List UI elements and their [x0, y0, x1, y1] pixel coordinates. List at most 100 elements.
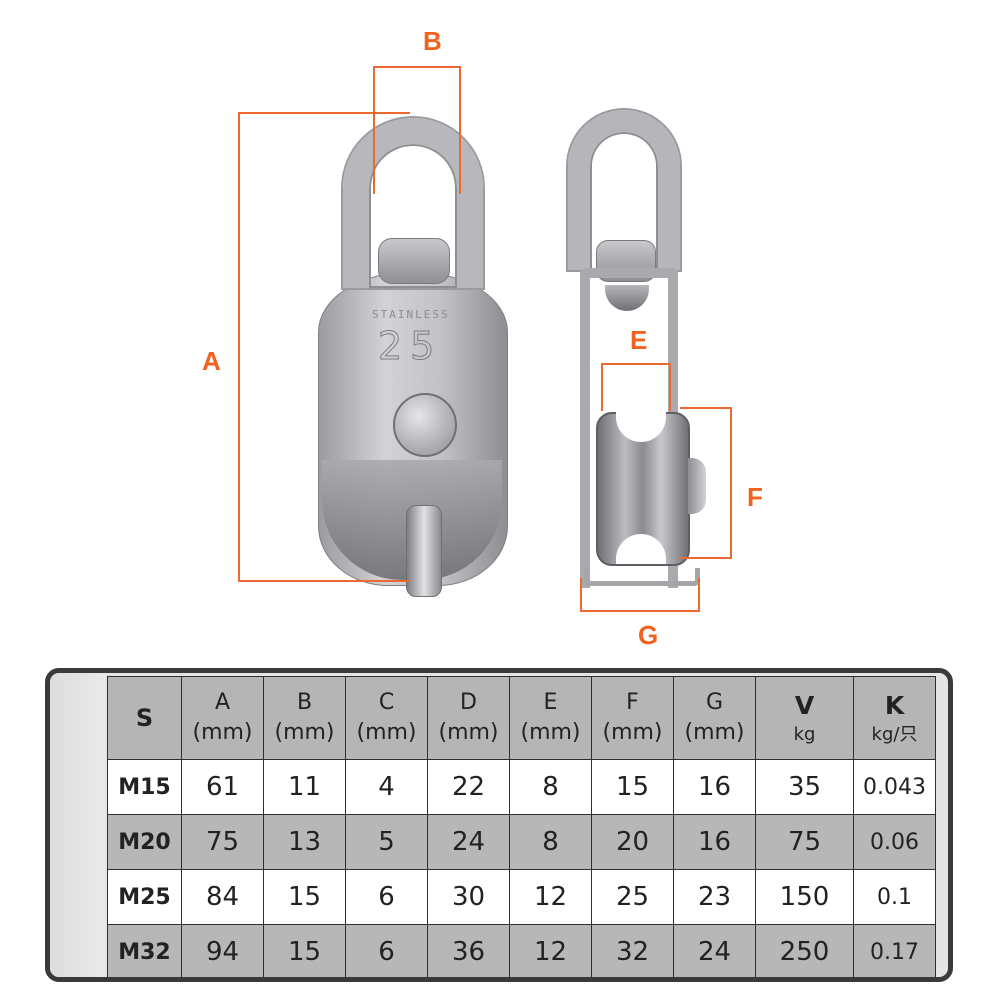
header-d-key: D: [460, 690, 477, 716]
cell-g: 16: [673, 814, 756, 870]
swivel-base: [378, 238, 450, 284]
header-c: C (mm): [345, 676, 428, 760]
cell-g: 16: [673, 759, 756, 815]
cell-d: 36: [427, 924, 510, 977]
cell-v: 75: [755, 814, 854, 870]
cell-b: 13: [263, 814, 346, 870]
dimension-line-g-right: [698, 578, 700, 612]
axle-bolt-icon: [393, 393, 457, 457]
header-g-key: G: [705, 690, 724, 716]
cell-b: 11: [263, 759, 346, 815]
header-e: E (mm): [509, 676, 592, 760]
axle-nut: [688, 458, 706, 514]
header-a: A (mm): [181, 676, 264, 760]
spec-table-panel: S A (mm) B (mm) C (mm) D (mm) E (mm) F (mm) G (…: [45, 668, 953, 982]
frame-bottom-bar: [584, 568, 700, 586]
dimension-line-e-right: [669, 363, 671, 411]
dimension-line-b-right: [459, 66, 461, 194]
table-row: M20 75 13 5 24 8 20 16 75 0.06: [107, 814, 936, 870]
header-f: F (mm): [591, 676, 674, 760]
cell-v: 150: [755, 869, 854, 925]
cell-f: 15: [591, 759, 674, 815]
cell-e: 8: [509, 814, 592, 870]
dimension-label-f: F: [747, 482, 763, 512]
header-f-key: F: [626, 690, 639, 716]
cell-g: 24: [673, 924, 756, 977]
cell-k: 0.043: [853, 759, 936, 815]
dimension-line-f-bottom: [680, 557, 732, 559]
cell-k: 0.06: [853, 814, 936, 870]
header-v-key: V: [794, 690, 815, 720]
cell-a: 94: [181, 924, 264, 977]
cell-k: 0.1: [853, 869, 936, 925]
cell-e: 12: [509, 869, 592, 925]
dimension-line-f-top: [680, 407, 732, 409]
header-g-unit: (mm): [684, 720, 745, 745]
cell-c: 6: [345, 924, 428, 977]
header-v-unit: kg: [793, 723, 816, 745]
cell-d: 24: [427, 814, 510, 870]
engraving-size: 25: [377, 324, 443, 369]
engraving-stainless: STAINLESS: [372, 308, 450, 321]
spec-table: S A (mm) B (mm) C (mm) D (mm) E (mm) F (mm) G (…: [107, 676, 936, 983]
cell-e: 8: [509, 759, 592, 815]
cell-f: 20: [591, 814, 674, 870]
dimension-line-f-vertical: [730, 407, 732, 559]
dimension-label-a: A: [202, 346, 221, 376]
cell-c: 4: [345, 759, 428, 815]
spec-table-side-strip: [50, 673, 105, 977]
table-header-row: S A (mm) B (mm) C (mm) D (mm) E (mm) F (mm) G (…: [107, 676, 936, 760]
cell-v: 35: [755, 759, 854, 815]
header-c-key: C: [378, 690, 395, 716]
header-a-unit: (mm): [192, 720, 253, 745]
cell-f: 32: [591, 924, 674, 977]
cell-c: 6: [345, 869, 428, 925]
cell-a: 84: [181, 869, 264, 925]
cell-f: 25: [591, 869, 674, 925]
header-k-unit: kg/只: [871, 723, 918, 745]
dimension-line-e-top: [601, 363, 671, 365]
header-g: G (mm): [673, 676, 756, 760]
cell-e: 12: [509, 924, 592, 977]
dimension-label-g: G: [638, 620, 659, 650]
header-d: D (mm): [427, 676, 510, 760]
dimension-line-a-bottom: [238, 580, 410, 582]
cell-c: 5: [345, 814, 428, 870]
dimension-line-a-vertical: [238, 112, 240, 582]
cell-a: 61: [181, 759, 264, 815]
cell-size: M15: [107, 759, 182, 815]
cell-k: 0.17: [853, 924, 936, 977]
header-d-unit: (mm): [438, 720, 499, 745]
dimension-line-b-top: [373, 66, 461, 68]
cell-b: 15: [263, 924, 346, 977]
header-e-unit: (mm): [520, 720, 581, 745]
header-k-key: K: [884, 690, 905, 720]
cell-size: M25: [107, 869, 182, 925]
cell-a: 75: [181, 814, 264, 870]
cell-size: M32: [107, 924, 182, 977]
header-f-unit: (mm): [602, 720, 663, 745]
header-c-unit: (mm): [356, 720, 417, 745]
table-row-stub: [108, 980, 936, 983]
dimension-line-a-top: [238, 112, 410, 114]
cell-d: 30: [427, 869, 510, 925]
cell-g: 23: [673, 869, 756, 925]
dimension-label-b: B: [423, 26, 442, 56]
dimension-line-e-left: [601, 363, 603, 411]
header-e-key: E: [543, 690, 558, 716]
cell-b: 15: [263, 869, 346, 925]
table-row: M32 94 15 6 36 12 32 24 250 0.17: [107, 924, 936, 977]
cell-size: M20: [107, 814, 182, 870]
header-a-key: A: [214, 690, 231, 716]
table-row: M25 84 15 6 30 12 25 23 150 0.1: [107, 869, 936, 925]
dimension-label-e: E: [630, 325, 648, 355]
dimension-line-b-left: [373, 66, 375, 194]
header-s: S: [107, 676, 182, 760]
header-b: B (mm): [263, 676, 346, 760]
header-b-unit: (mm): [274, 720, 335, 745]
cell-v: 250: [755, 924, 854, 977]
retaining-pin: [406, 505, 442, 597]
cell-d: 22: [427, 759, 510, 815]
header-b-key: B: [296, 690, 313, 716]
